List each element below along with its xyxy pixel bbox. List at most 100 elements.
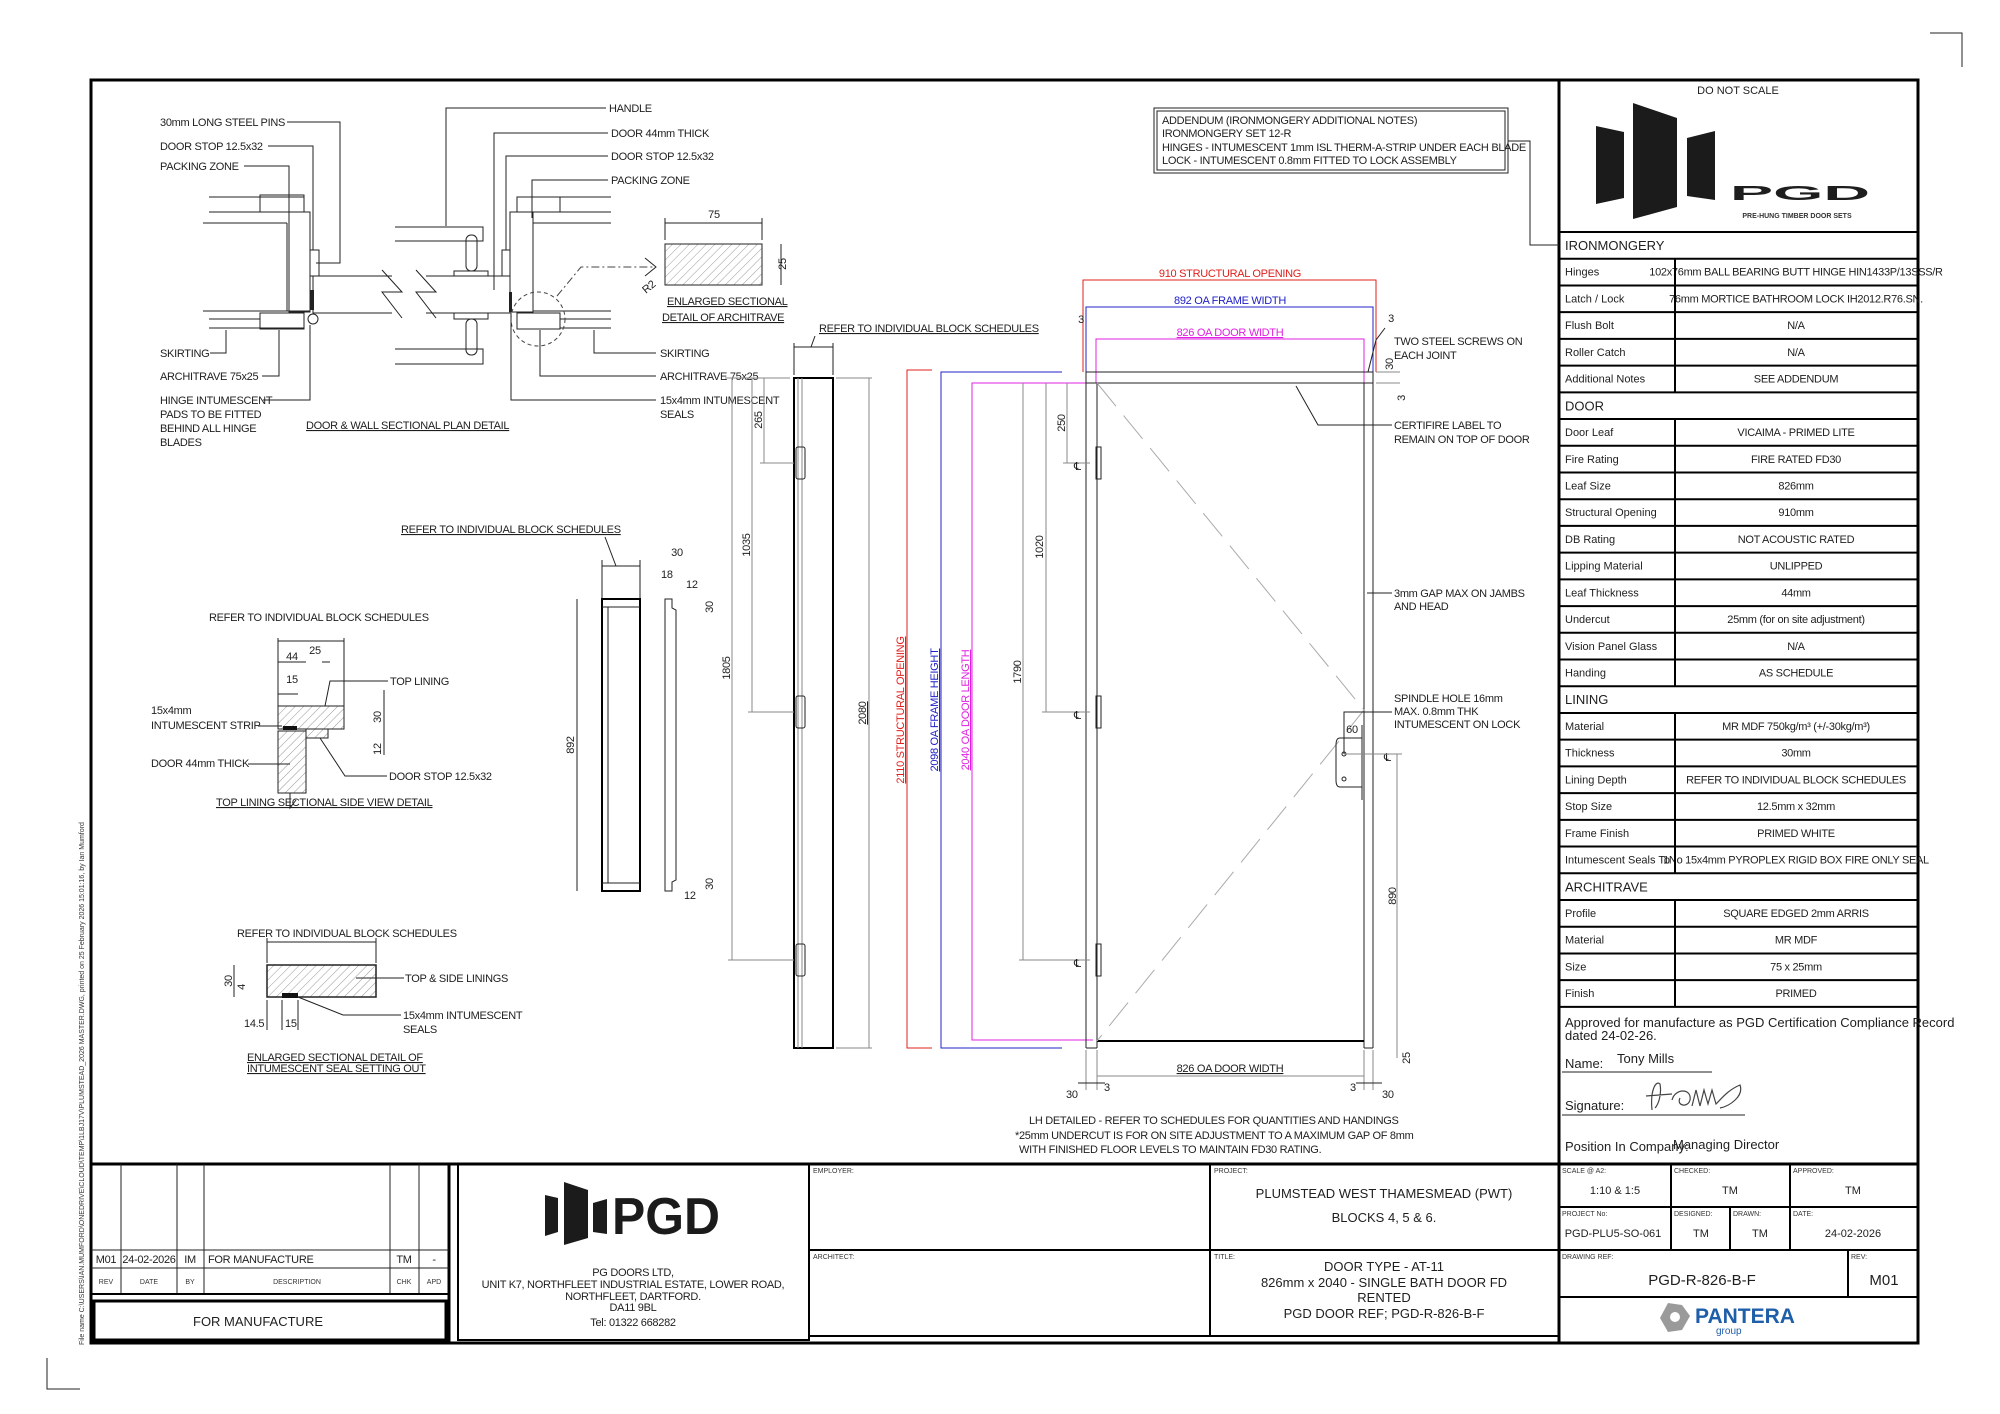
svg-text:2040 OA DOOR LENGTH: 2040 OA DOOR LENGTH (960, 649, 972, 770)
svg-text:UNIT K7, NORTHFLEET INDUSTRIAL: UNIT K7, NORTHFLEET INDUSTRIAL ESTATE, L… (482, 1279, 785, 1291)
svg-text:BEHIND ALL HINGE: BEHIND ALL HINGE (160, 423, 256, 435)
door-elevation: 250 1020 1790 ℄ ℄ ℄ ℄ 890 25 60 3 3 30 3… (1012, 313, 1530, 1101)
svg-text:SKIRTING: SKIRTING (660, 348, 709, 360)
spec-label: Lipping Material (1565, 561, 1643, 573)
spec-value: 102x76mm BALL BEARING BUTT HINGE HIN1433… (1649, 267, 1943, 279)
svg-text:PADS TO BE FITTED: PADS TO BE FITTED (160, 409, 262, 421)
svg-text:RENTED: RENTED (1357, 1290, 1410, 1305)
svg-text:12: 12 (684, 890, 696, 902)
svg-text:2110 STRUCTURAL OPENING: 2110 STRUCTURAL OPENING (895, 636, 907, 783)
hinge (1095, 446, 1102, 480)
svg-text:EMPLOYER:: EMPLOYER: (813, 1168, 854, 1175)
svg-text:APD: APD (427, 1279, 441, 1286)
svg-text:DETAIL OF ARCHITRAVE: DETAIL OF ARCHITRAVE (662, 312, 784, 324)
spec-label: Fire Rating (1565, 454, 1619, 466)
svg-text:DESIGNED:: DESIGNED: (1674, 1211, 1713, 1218)
spec-value: 826mm (1778, 480, 1813, 492)
svg-text:TITLE:: TITLE: (1214, 1254, 1235, 1261)
svg-text:DOOR 44mm THICK: DOOR 44mm THICK (611, 128, 710, 140)
spec-label: Roller Catch (1565, 347, 1626, 359)
svg-text:AND HEAD: AND HEAD (1394, 601, 1449, 613)
svg-text:CHECKED:: CHECKED: (1674, 1168, 1710, 1175)
spec-value: MR MDF 750kg/m³ (+/-30kg/m³) (1722, 721, 1870, 733)
spec-label: Additional Notes (1565, 374, 1646, 386)
spec-label: Handing (1565, 668, 1606, 680)
spec-value: 910mm (1778, 507, 1813, 519)
svg-text:3: 3 (1396, 395, 1408, 401)
spec-value: NOT ACOUSTIC RATED (1738, 534, 1855, 546)
svg-text:44: 44 (286, 651, 298, 663)
spec-label: Structural Opening (1565, 507, 1657, 519)
svg-text:MAX. 0.8mm THK: MAX. 0.8mm THK (1394, 706, 1479, 718)
svg-text:Name:: Name: (1565, 1056, 1603, 1071)
svg-text:REFER TO INDIVIDUAL BLOCK SCHE: REFER TO INDIVIDUAL BLOCK SCHEDULES (401, 524, 621, 536)
door-wall-plan-detail: 30mm LONG STEEL PINS DOOR STOP 12.5x32 P… (160, 103, 780, 449)
hinge-recess (795, 446, 806, 480)
project-title-block: PROJECT: PLUMSTEAD WEST THAMESMEAD (PWT)… (1209, 1163, 1560, 1337)
svg-text:PACKING ZONE: PACKING ZONE (160, 161, 239, 173)
svg-text:DESCRIPTION: DESCRIPTION (273, 1279, 321, 1286)
svg-text:APPROVED:: APPROVED: (1793, 1168, 1834, 1175)
svg-text:1020: 1020 (1034, 535, 1046, 558)
svg-text:Approved for manufacture as PG: Approved for manufacture as PGD Certific… (1565, 1015, 1954, 1030)
svg-text:PGD: PGD (612, 1188, 720, 1246)
spec-label: Hinges (1565, 267, 1600, 279)
svg-text:3mm GAP MAX ON JAMBS: 3mm GAP MAX ON JAMBS (1394, 588, 1525, 600)
spec-label: Flush Bolt (1565, 320, 1614, 332)
spec-label: Leaf Thickness (1565, 587, 1639, 599)
spec-label: Vision Panel Glass (1565, 641, 1658, 653)
spec-value: SEE ADDENDUM (1754, 374, 1839, 386)
spec-label: Profile (1565, 908, 1596, 920)
jamb-elevation: REFER TO INDIVIDUAL BLOCK SCHEDULES 265 … (721, 323, 1039, 1049)
svg-text:30: 30 (671, 547, 683, 559)
svg-text:30: 30 (372, 711, 384, 723)
svg-text:DOOR STOP 12.5x32: DOOR STOP 12.5x32 (160, 141, 263, 153)
svg-text:REV:: REV: (1851, 1254, 1867, 1261)
svg-text:826 OA DOOR WIDTH: 826 OA DOOR WIDTH (1177, 327, 1284, 339)
svg-text:1790: 1790 (1012, 660, 1024, 683)
svg-text:SKIRTING: SKIRTING (160, 348, 209, 360)
svg-text:24-02-2026: 24-02-2026 (1825, 1228, 1881, 1240)
svg-text:ENLARGED SECTIONAL: ENLARGED SECTIONAL (667, 296, 788, 308)
svg-text:NORTHFLEET, DARTFORD.: NORTHFLEET, DARTFORD. (565, 1291, 701, 1303)
svg-text:3: 3 (1388, 313, 1394, 325)
spec-label: Undercut (1565, 614, 1610, 626)
spec-label: Latch / Lock (1565, 293, 1625, 305)
svg-text:PRE-HUNG TIMBER DOOR SETS: PRE-HUNG TIMBER DOOR SETS (1742, 213, 1852, 220)
sheet-border (89, 78, 1920, 1345)
svg-text:HINGES - INTUMESCENT 1mm ISL T: HINGES - INTUMESCENT 1mm ISL THERM-A-STR… (1162, 142, 1526, 154)
svg-text:BY: BY (185, 1279, 195, 1286)
architrave-detail: 75 25 R2 ENLARGED SECTIONAL DETAIL OF AR… (640, 209, 789, 324)
svg-text:DA11 9BL: DA11 9BL (610, 1302, 657, 1314)
head-lining-elevation: REFER TO INDIVIDUAL BLOCK SCHEDULES 892 … (401, 524, 716, 902)
spec-label: Material (1565, 935, 1604, 947)
svg-text:℄: ℄ (1073, 461, 1081, 473)
spec-value: 75 x 25mm (1770, 961, 1822, 973)
spec-label: DB Rating (1565, 534, 1615, 546)
project-number: PGD-PLU5-SO-061 (1565, 1228, 1662, 1240)
spec-value: N/A (1787, 347, 1805, 359)
svg-text:PACKING ZONE: PACKING ZONE (611, 175, 690, 187)
spec-label: Lining Depth (1565, 774, 1627, 786)
svg-text:PG DOORS LTD,: PG DOORS LTD, (592, 1267, 674, 1279)
do-not-scale: DO NOT SCALE (1697, 85, 1779, 97)
svg-text:30: 30 (704, 601, 716, 613)
svg-text:DOOR 44mm THICK: DOOR 44mm THICK (151, 758, 250, 770)
scale-value: 1:10 & 1:5 (1590, 1185, 1640, 1197)
revision-header: REV DATE BY DESCRIPTION CHK APD (99, 1279, 441, 1286)
svg-text:-: - (432, 1254, 436, 1266)
seal-setting-detail: REFER TO INDIVIDUAL BLOCK SCHEDULES 30 4… (223, 928, 523, 1075)
svg-text:3: 3 (1104, 1082, 1110, 1094)
svg-text:24-02-2026: 24-02-2026 (122, 1254, 175, 1266)
svg-text:4: 4 (236, 984, 248, 990)
svg-text:M01: M01 (96, 1254, 117, 1266)
svg-text:3: 3 (1350, 1082, 1356, 1094)
svg-text:SEALS: SEALS (403, 1024, 437, 1036)
title-block-right: SCALE @ A2: 1:10 & 1:5 CHECKED: TM APPRO… (1559, 1164, 1918, 1337)
svg-text:60: 60 (1346, 724, 1358, 736)
project-name: PLUMSTEAD WEST THAMESMEAD (PWT) (1256, 1186, 1513, 1201)
svg-text:dated 24-02-26.: dated 24-02-26. (1565, 1028, 1657, 1043)
svg-text:DRAWING REF:: DRAWING REF: (1562, 1254, 1614, 1261)
